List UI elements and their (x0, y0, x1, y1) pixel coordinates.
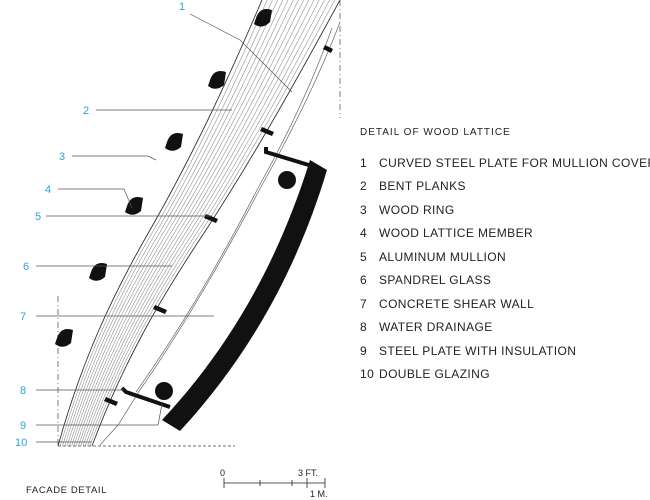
lattice-member (165, 133, 183, 151)
scale-meter: 1 M. (310, 489, 328, 499)
callout-7: 7 (20, 311, 26, 323)
plank-line (66, 0, 284, 447)
steel-plate-brackets (120, 147, 313, 409)
legend-item: 3 WOOD RING (360, 198, 650, 222)
legend-label: WOOD RING (379, 202, 455, 217)
plank-line (69, 0, 289, 447)
water-drainage-pipe (278, 171, 296, 189)
callout-9: 9 (20, 420, 26, 432)
legend-title: DETAIL OF WOOD LATTICE (360, 127, 511, 138)
plank-line (62, 0, 273, 447)
legend-label: WATER DRAINAGE (379, 320, 493, 335)
plank-line (84, 0, 325, 447)
legend-item: 5 ALUMINUM MULLION (360, 245, 650, 269)
legend-item: 9 STEEL PLATE WITH INSULATION (360, 339, 650, 363)
glass-lines (99, 21, 341, 446)
callout-3: 3 (59, 151, 65, 163)
callout-1: 1 (179, 1, 185, 13)
legend-item: 7 CONCRETE SHEAR WALL (360, 292, 650, 316)
lattice-member (254, 9, 272, 27)
scale-zero: 0 (220, 468, 225, 478)
drawing-caption: FACADE DETAIL (26, 485, 107, 496)
legend-label: STEEL PLATE WITH INSULATION (379, 343, 577, 358)
legend-item: 2 BENT PLANKS (360, 175, 650, 199)
legend-item: 4 WOOD LATTICE MEMBER (360, 222, 650, 246)
plank-line (89, 0, 336, 447)
legend-number: 2 (360, 179, 368, 194)
plank-line (64, 0, 278, 447)
legend-label: DOUBLE GLAZING (379, 367, 490, 382)
legend-item: 6 SPANDREL GLASS (360, 269, 650, 293)
plank-line (91, 0, 341, 447)
water-drainage-pipe (155, 382, 173, 400)
legend-label: CURVED STEEL PLATE FOR MULLION COVER (379, 155, 650, 170)
callout-8: 8 (20, 385, 26, 397)
mullion-clip (323, 45, 333, 53)
bent-planks-hatching (57, 0, 341, 447)
legend-number: 3 (360, 202, 368, 217)
plank-line (75, 0, 304, 447)
plank-line (82, 0, 320, 447)
legend-label: SPANDREL GLASS (379, 273, 492, 288)
legend-number: 1 (360, 155, 368, 170)
legend: DETAIL OF WOOD LATTICE 1 CURVED STEEL PLA… (360, 127, 650, 386)
concrete-shear-wall (162, 160, 327, 431)
reference-lines (57, 0, 341, 448)
plank-line (57, 0, 263, 447)
legend-number: 4 (360, 226, 368, 241)
legend-label: BENT PLANKS (379, 179, 466, 194)
callout-10: 10 (15, 437, 27, 449)
legend-label: CONCRETE SHEAR WALL (379, 296, 535, 311)
plank-line (80, 0, 315, 447)
callout-6: 6 (23, 261, 29, 273)
plank-line (87, 0, 330, 447)
scale-bar: 0 3 FT. 1 M. (220, 468, 328, 499)
legend-item: 8 WATER DRAINAGE (360, 316, 650, 340)
callout-4: 4 (45, 184, 51, 196)
mullion-clip (153, 305, 167, 314)
plank-line (73, 0, 299, 447)
scale-feet: 3 FT. (298, 468, 318, 478)
lattice-member (208, 71, 226, 89)
legend-item: 1 CURVED STEEL PLATE FOR MULLION COVER (360, 151, 650, 175)
legend-number: 10 (360, 367, 375, 382)
legend-number: 6 (360, 273, 368, 288)
lattice-member (125, 197, 143, 215)
legend-label: WOOD LATTICE MEMBER (379, 226, 534, 241)
mullion-clip (260, 127, 274, 136)
legend-number: 7 (360, 296, 368, 311)
lattice-member (55, 329, 73, 347)
plank-line (60, 0, 268, 447)
legend-number: 8 (360, 320, 368, 335)
legend-label: ALUMINUM MULLION (379, 249, 507, 264)
callout-2: 2 (83, 105, 89, 117)
plank-line (78, 0, 310, 447)
mullion-clip (104, 397, 118, 406)
legend-number: 5 (360, 249, 368, 264)
legend-number: 9 (360, 343, 368, 358)
callout-5: 5 (35, 211, 41, 223)
lattice-member (89, 263, 107, 281)
wood-lattice-members (55, 9, 272, 347)
leader-lines (36, 13, 293, 443)
legend-item: 10 DOUBLE GLAZING (360, 363, 650, 387)
plank-line (71, 0, 294, 447)
